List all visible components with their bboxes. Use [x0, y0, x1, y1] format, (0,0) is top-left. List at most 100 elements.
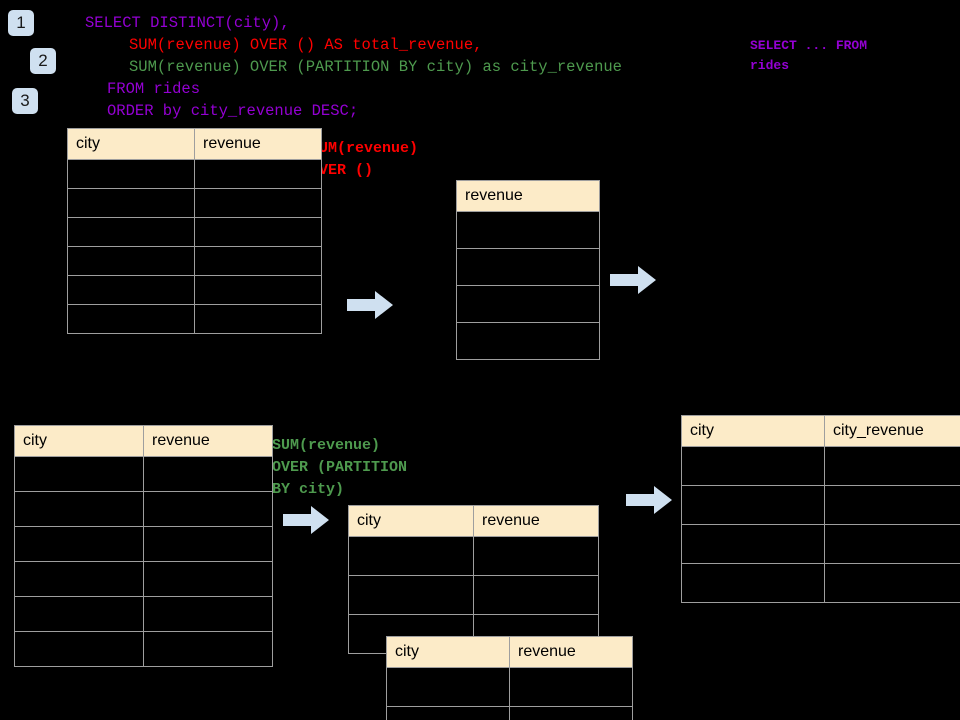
table-cell — [473, 575, 599, 615]
table-cell — [67, 159, 195, 189]
table-cell — [386, 667, 510, 707]
table-row — [14, 491, 273, 527]
table-partition-front: city revenue — [386, 636, 633, 720]
step-badge-1: 1 — [8, 10, 34, 36]
table-partition-back: city revenue — [348, 505, 599, 654]
table-cell — [824, 446, 960, 486]
table-cell — [14, 491, 144, 527]
table-row — [67, 159, 322, 189]
annotation-select-from: SELECT ... FROM rides — [750, 38, 868, 73]
table-row — [67, 217, 322, 247]
table-row — [681, 485, 960, 525]
table-row — [14, 596, 273, 632]
table-cell — [143, 491, 273, 527]
sql-line-2: SUM(revenue) OVER () AS total_revenue, — [129, 36, 483, 54]
table-cell — [143, 561, 273, 597]
table-cell — [348, 575, 474, 615]
table-cell — [509, 706, 633, 720]
sql-line-1: SELECT DISTINCT(city), — [85, 14, 290, 32]
table-row — [681, 446, 960, 486]
table-cell — [143, 456, 273, 492]
table-cell — [67, 275, 195, 305]
column-header-city-revenue: city_revenue — [824, 415, 960, 447]
table-total-revenue: revenue — [456, 180, 600, 360]
table-cell — [14, 526, 144, 562]
table-row — [348, 575, 599, 615]
table-cell — [824, 563, 960, 603]
table-cell — [194, 275, 322, 305]
table-row — [67, 246, 322, 276]
table-row — [14, 561, 273, 597]
table-cell — [14, 631, 144, 667]
sql-line-5: ORDER by city_revenue DESC; — [107, 102, 359, 120]
arrow-partition-to-result — [626, 485, 672, 515]
table-row — [14, 456, 273, 492]
table-header-row: city revenue — [14, 425, 273, 457]
column-header-revenue: revenue — [143, 425, 273, 457]
table-row — [681, 524, 960, 564]
table-cell — [386, 706, 510, 720]
table-cell — [143, 596, 273, 632]
table-cell — [67, 217, 195, 247]
table-cell — [473, 536, 599, 576]
table-header-row: revenue — [456, 180, 600, 212]
table-row — [456, 285, 600, 323]
table-cell — [14, 596, 144, 632]
table-header-row: city revenue — [386, 636, 633, 668]
column-header-city: city — [386, 636, 510, 668]
column-header-city: city — [67, 128, 195, 160]
table-row — [67, 188, 322, 218]
table-row — [67, 304, 322, 334]
table-cell — [681, 446, 825, 486]
table-row — [456, 211, 600, 249]
table-cell — [681, 485, 825, 525]
table-source-bottom: city revenue — [14, 425, 273, 667]
table-result: city city_revenue — [681, 415, 960, 603]
table-cell — [67, 246, 195, 276]
column-header-city: city — [14, 425, 144, 457]
table-cell — [348, 536, 474, 576]
column-header-revenue: revenue — [456, 180, 600, 212]
table-cell — [14, 456, 144, 492]
annotation-sum-over-partition: SUM(revenue) OVER (PARTITION BY city) — [272, 437, 408, 498]
table-cell — [194, 159, 322, 189]
table-row — [67, 275, 322, 305]
table-row — [386, 667, 633, 707]
table-cell — [824, 524, 960, 564]
arrow-source-to-total — [347, 290, 393, 320]
arrow-total-to-right — [610, 265, 656, 295]
step-badge-3: 3 — [12, 88, 38, 114]
table-row — [14, 526, 273, 562]
table-cell — [824, 485, 960, 525]
table-row — [456, 248, 600, 286]
arrow-source-to-partition — [283, 505, 329, 535]
table-cell — [67, 304, 195, 334]
table-cell — [509, 667, 633, 707]
table-row — [386, 706, 633, 720]
table-header-row: city city_revenue — [681, 415, 960, 447]
table-row — [456, 322, 600, 360]
table-cell — [194, 246, 322, 276]
table-cell — [456, 211, 600, 249]
table-cell — [681, 563, 825, 603]
sql-line-3: SUM(revenue) OVER (PARTITION BY city) as… — [129, 58, 622, 76]
column-header-revenue: revenue — [509, 636, 633, 668]
column-header-city: city — [681, 415, 825, 447]
table-header-row: city revenue — [348, 505, 599, 537]
table-cell — [194, 188, 322, 218]
table-cell — [456, 248, 600, 286]
column-header-city: city — [348, 505, 474, 537]
table-cell — [143, 526, 273, 562]
table-source-top: city revenue — [67, 128, 322, 334]
table-header-row: city revenue — [67, 128, 322, 160]
table-cell — [456, 322, 600, 360]
table-row — [14, 631, 273, 667]
table-cell — [456, 285, 600, 323]
column-header-revenue: revenue — [473, 505, 599, 537]
sql-line-4: FROM rides — [107, 80, 201, 98]
table-cell — [194, 217, 322, 247]
table-row — [348, 536, 599, 576]
table-cell — [14, 561, 144, 597]
table-cell — [681, 524, 825, 564]
